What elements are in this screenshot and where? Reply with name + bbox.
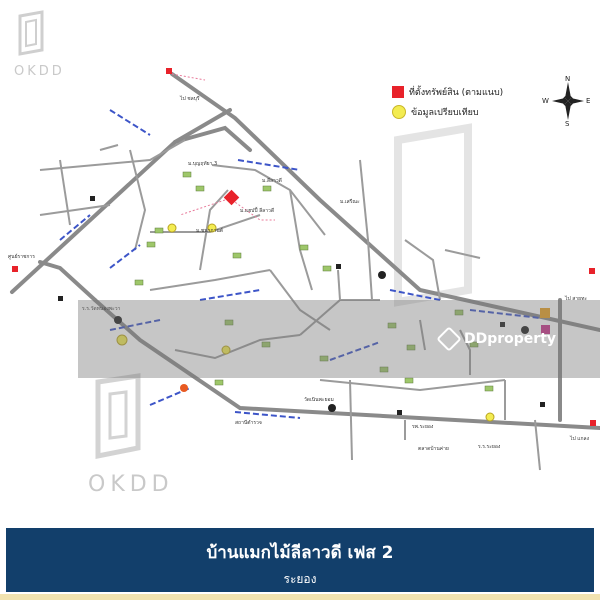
comparison-marker-2[interactable] [207, 223, 217, 233]
legend-property-label: ที่ตั้งทรัพย์สิน (ตามแนบ) [409, 88, 504, 98]
label-village-b: ม.บุญฤทัยา 3 [188, 161, 217, 167]
okdd-logo-icon-bottom [95, 373, 141, 460]
road-west [10, 125, 252, 294]
label-market: ตลาดบ้านค่าย [418, 445, 449, 452]
marker-right-road [589, 268, 595, 274]
marker-top-road [166, 68, 172, 74]
comparison-marker-5[interactable] [116, 334, 128, 346]
label-school: ร.ร.วัดหนองพะวา [82, 306, 121, 312]
bottom-stripe [0, 594, 600, 600]
ddproperty-logo-icon [436, 326, 462, 352]
compass-east: E [586, 97, 590, 105]
label-main-pin: ม.แฮปปี้ ลีลาวดี [240, 205, 274, 214]
legend-property: ที่ตั้งทรัพย์สิน (ตามแนบ) [392, 82, 503, 102]
label-village-d: ม.เสรีณะ [340, 198, 360, 205]
road-spur-west [38, 260, 97, 302]
label-top-right-road: ไป สายทะ [564, 295, 587, 302]
label-village-a: ม.ชนากานต์ [196, 227, 223, 234]
road-highway-36 [170, 72, 600, 332]
road-map: ม.แฮปปี้ ลีลาวดี ศูนย์ราชการ ร.ร.วัดหนอง… [8, 68, 600, 471]
marker-purple [541, 325, 550, 334]
okdd-brand-top: OKDD [14, 64, 65, 79]
marker-bottom-right [590, 420, 596, 426]
distance-lines [171, 73, 275, 221]
label-junction-left: ศูนย์ราชการ [8, 253, 35, 260]
label-station: สถานีตำรวจ [235, 419, 262, 426]
okdd-watermark-top: OKDD [14, 10, 65, 79]
label-bottom-right-road: ไป แกลง [569, 435, 590, 442]
label-hospital: รพ.ระยอง [412, 424, 434, 430]
legend-property-swatch [392, 86, 404, 98]
legend-comparison: ข้อมูลเปรียบเทียบ [392, 102, 503, 122]
comparison-markers [116, 223, 495, 422]
comparison-marker-3[interactable] [221, 345, 231, 355]
label-village-c: ม.ลีลาวดี [262, 177, 282, 184]
compass-south: S [565, 120, 570, 126]
ddproperty-overlay [78, 300, 600, 378]
marker-left-road [12, 266, 18, 272]
banner-title: บ้านแมกไม้ลีลาวดี เฟส 2 [206, 543, 394, 563]
banner-subtitle: ระยอง [283, 572, 317, 586]
label-temple: วัดเนินพะยอม [304, 396, 334, 403]
main-roads [10, 72, 600, 430]
compass-icon: N S E W [542, 76, 590, 126]
village-icons [134, 171, 494, 392]
marker-orange [540, 308, 550, 318]
compass-west: W [542, 97, 549, 105]
label-top-road: ไป ชลบุรี [179, 95, 200, 102]
comparison-marker-4[interactable] [485, 412, 495, 422]
compass-north: N [565, 76, 570, 83]
poi-markers [58, 196, 545, 415]
minor-roads [39, 139, 541, 471]
red-road-markers [12, 68, 596, 426]
okdd-watermark-bottom: OKDD [88, 372, 174, 497]
property-pin[interactable] [223, 189, 240, 206]
legend-comparison-swatch [392, 105, 406, 119]
ddproperty-watermark: DDproperty [436, 326, 557, 352]
caption-banner: บ้านแมกไม้ลีลาวดี เฟส 2 ระยอง [6, 528, 594, 592]
ddproperty-brand: DDproperty [464, 331, 557, 347]
okdd-brand-bottom: OKDD [88, 472, 174, 497]
legend-comparison-label: ข้อมูลเปรียบเทียบ [411, 108, 479, 118]
map-legend: ที่ตั้งทรัพย์สิน (ตามแนบ) ข้อมูลเปรียบเท… [392, 82, 503, 122]
okdd-logo-icon [18, 10, 44, 56]
label-district: ร.ร.ระยอง [478, 444, 501, 450]
map-watermark-shape [394, 123, 472, 307]
road-connector-north [173, 108, 232, 144]
comparison-marker-1[interactable] [167, 223, 177, 233]
